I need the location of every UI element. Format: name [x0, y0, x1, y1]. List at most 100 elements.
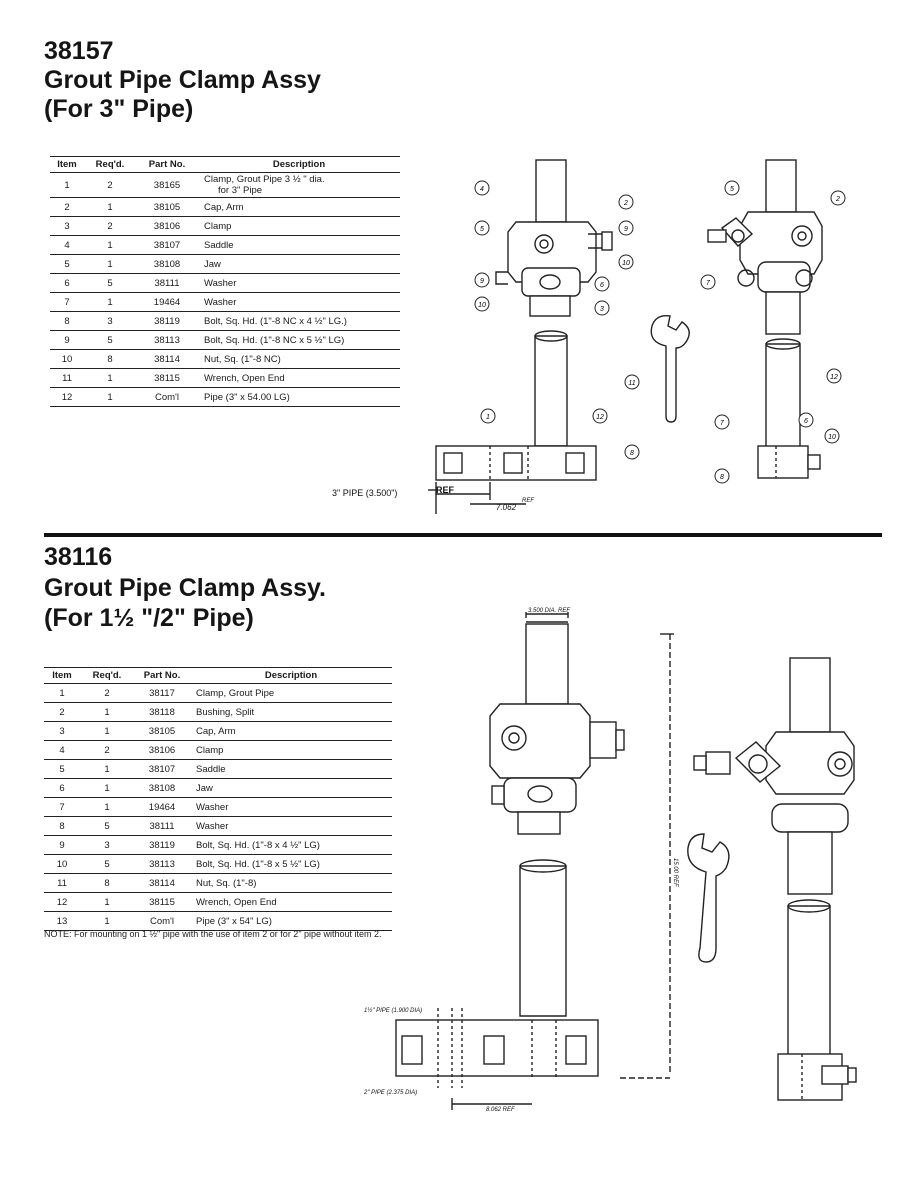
callout-number: 1	[486, 414, 490, 421]
item-cell: 7	[44, 797, 80, 817]
item-cell: 3	[44, 721, 80, 741]
reqd-cell: 5	[80, 816, 134, 836]
section1-subtitle: (For 3" Pipe)	[44, 95, 194, 123]
item-cell: 9	[44, 835, 80, 855]
section2-title: Grout Pipe Clamp Assy.	[44, 574, 327, 602]
part-no-cell: 38113	[136, 330, 198, 350]
reqd-cell: 1	[84, 254, 136, 274]
header-part-no: Part No.	[134, 667, 190, 684]
part-no-cell: 38119	[136, 311, 198, 331]
item-cell: 11	[50, 368, 84, 388]
callout-number: 12	[830, 374, 838, 381]
reqd-cell: 5	[80, 854, 134, 874]
header-reqd: Req'd.	[80, 667, 134, 684]
description-cell: Bolt, Sq. Hd. (1"-8 NC x 4 ½" LG.)	[198, 311, 400, 331]
callout-number: 4	[480, 186, 484, 193]
reqd-cell: 8	[84, 349, 136, 369]
part-no-cell: 38113	[134, 854, 190, 874]
part-no-cell: 38115	[134, 892, 190, 912]
section2-note: NOTE: For mounting on 1 ½" pipe with the…	[44, 929, 382, 939]
part-no-cell: 38108	[134, 778, 190, 798]
wrench	[687, 833, 730, 963]
callout-circle	[798, 412, 814, 428]
section2-subtitle: (For 1½ "/2" Pipe)	[44, 604, 254, 632]
item-cell: 10	[44, 854, 80, 874]
callout-circle	[592, 408, 608, 424]
callout-circle	[618, 220, 634, 236]
item-cell: 8	[44, 816, 80, 836]
base-clamp-left	[435, 445, 597, 481]
description-cell: Saddle	[198, 235, 400, 255]
callout-circle	[826, 368, 842, 384]
part-no-cell: 19464	[136, 292, 198, 312]
reqd-cell: 8	[80, 873, 134, 893]
callout-circle	[830, 190, 846, 206]
pipe-lower-left	[534, 335, 568, 447]
description-cell: Washer	[198, 273, 400, 293]
callout-number: 2	[835, 196, 840, 203]
item-cell: 1	[44, 683, 80, 703]
description-cell: Washer	[190, 816, 392, 836]
item-cell: 11	[44, 873, 80, 893]
pipe-lower-left	[519, 865, 567, 1017]
part-no-cell: 38111	[136, 273, 198, 293]
callout-circle	[624, 374, 640, 390]
callout-number: 7	[720, 420, 725, 427]
callout-circle	[700, 274, 716, 290]
part-no-cell: 38114	[136, 349, 198, 369]
part-no-cell: 38118	[134, 702, 190, 722]
reqd-cell: 2	[80, 740, 134, 760]
callout-number: 10	[622, 260, 630, 267]
item-cell: 4	[44, 740, 80, 760]
part-no-cell: 38108	[136, 254, 198, 274]
clamp-bolt-left	[534, 234, 554, 254]
callout-number: 9	[480, 278, 484, 285]
callout-circle	[714, 468, 730, 484]
reqd-cell: 1	[80, 721, 134, 741]
callout-circle	[474, 220, 490, 236]
reqd-cell: 1	[80, 702, 134, 722]
description-cell: Jaw	[198, 254, 400, 274]
pipe-label-1: 1½" PIPE (1.900 DIA)	[364, 1007, 422, 1014]
pipe-size-label: 3" PIPE (3.500")	[332, 488, 397, 498]
callout-number: 7	[706, 280, 711, 287]
description-cell: Nut, Sq. (1"-8)	[190, 873, 392, 893]
section2-part-number: 38116	[44, 543, 113, 571]
reqd-cell: 5	[84, 273, 136, 293]
part-no-cell: 38117	[134, 683, 190, 703]
item-cell: 2	[44, 702, 80, 722]
reqd-cell: 1	[84, 235, 136, 255]
saddle-right	[757, 261, 811, 293]
description-cell: Clamp, Grout Pipe	[190, 683, 392, 703]
reqd-cell: 2	[84, 172, 136, 198]
description-cell: Saddle	[190, 759, 392, 779]
item-cell: 6	[44, 778, 80, 798]
callout-circle	[618, 254, 634, 270]
callout-circle	[594, 300, 610, 316]
part-no-cell: 19464	[134, 797, 190, 817]
item-cell: 7	[50, 292, 84, 312]
side-dimension-label: 15.00 REF	[672, 858, 678, 887]
item-cell: 10	[50, 349, 84, 369]
callout-number: 11	[628, 380, 635, 387]
description-cell: Clamp	[198, 216, 400, 236]
callout-circle	[474, 180, 490, 196]
item-cell: 3	[50, 216, 84, 236]
callout-number: 8	[720, 474, 724, 481]
clamp-body-right	[765, 731, 855, 795]
pipe-lower-right	[765, 343, 801, 449]
item-cell: 12	[44, 892, 80, 912]
reqd-cell: 1	[80, 778, 134, 798]
